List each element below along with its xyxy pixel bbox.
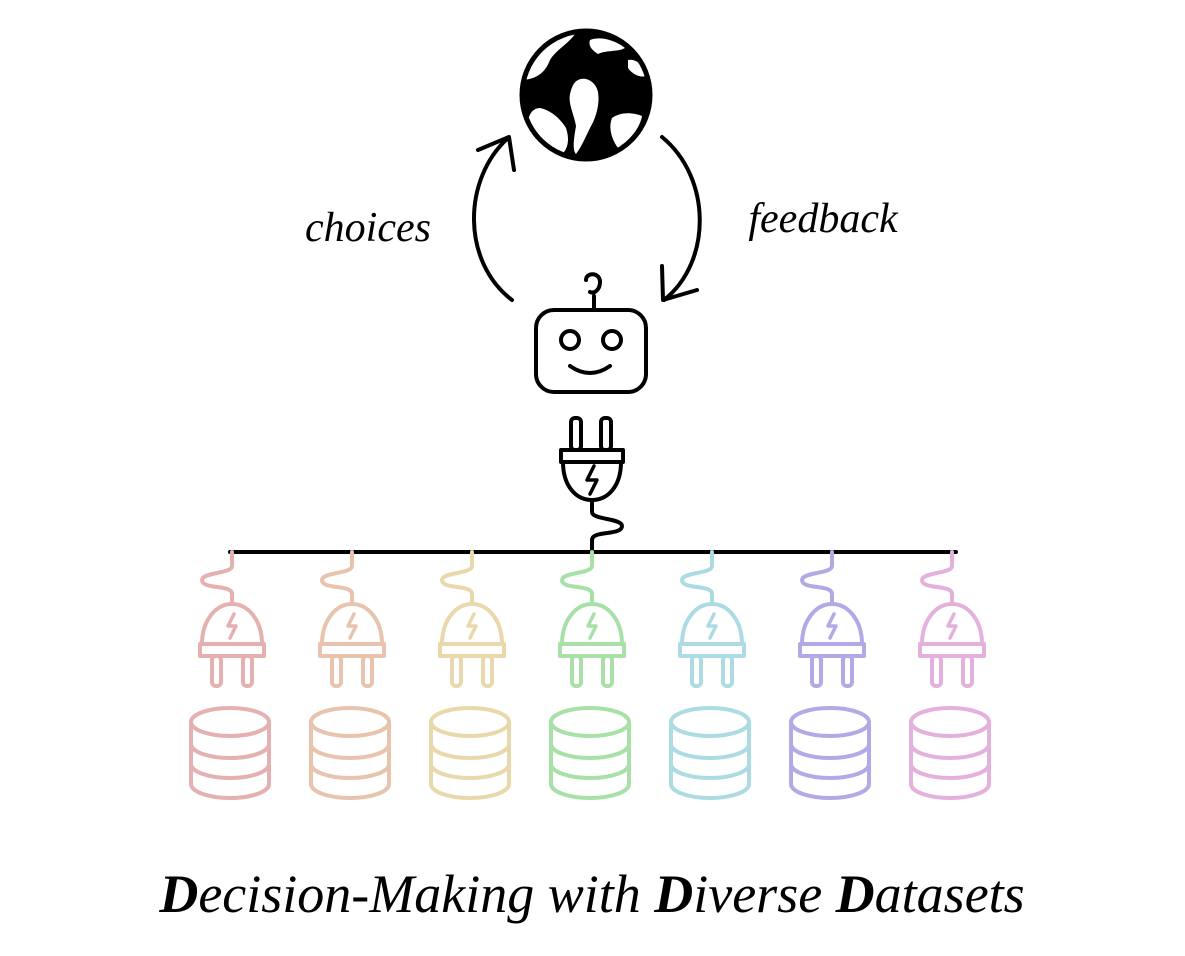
plug-icon: [558, 550, 626, 688]
database-icon: [909, 706, 991, 800]
globe-icon: [519, 28, 653, 162]
plug-icon: [438, 550, 506, 688]
dataset-unit: [549, 550, 631, 800]
dataset-unit: [909, 550, 991, 800]
feedback-label: feedback: [748, 196, 899, 242]
dataset-unit: [669, 550, 751, 800]
feedback-arrow: [660, 135, 702, 302]
plug-icon: [798, 550, 866, 688]
database-icon: [309, 706, 391, 800]
plug-icon: [318, 550, 386, 688]
database-icon: [669, 706, 751, 800]
plug-icon: [918, 550, 986, 688]
database-icon: [429, 706, 511, 800]
choices-label: choices: [305, 205, 431, 251]
dataset-row: [189, 550, 991, 800]
dataset-unit: [309, 550, 391, 800]
plug-icon: [678, 550, 746, 688]
dataset-unit: [429, 550, 511, 800]
robot-icon: [534, 272, 648, 394]
database-icon: [549, 706, 631, 800]
dataset-unit: [789, 550, 871, 800]
database-icon: [189, 706, 271, 800]
choices-arrow: [472, 135, 516, 302]
figure-title: Decision-Making with Diverse Datasets: [158, 864, 1024, 924]
plug-icon: [198, 550, 266, 688]
dataset-unit: [189, 550, 271, 800]
main-plug-icon: [559, 416, 625, 554]
database-icon: [789, 706, 871, 800]
